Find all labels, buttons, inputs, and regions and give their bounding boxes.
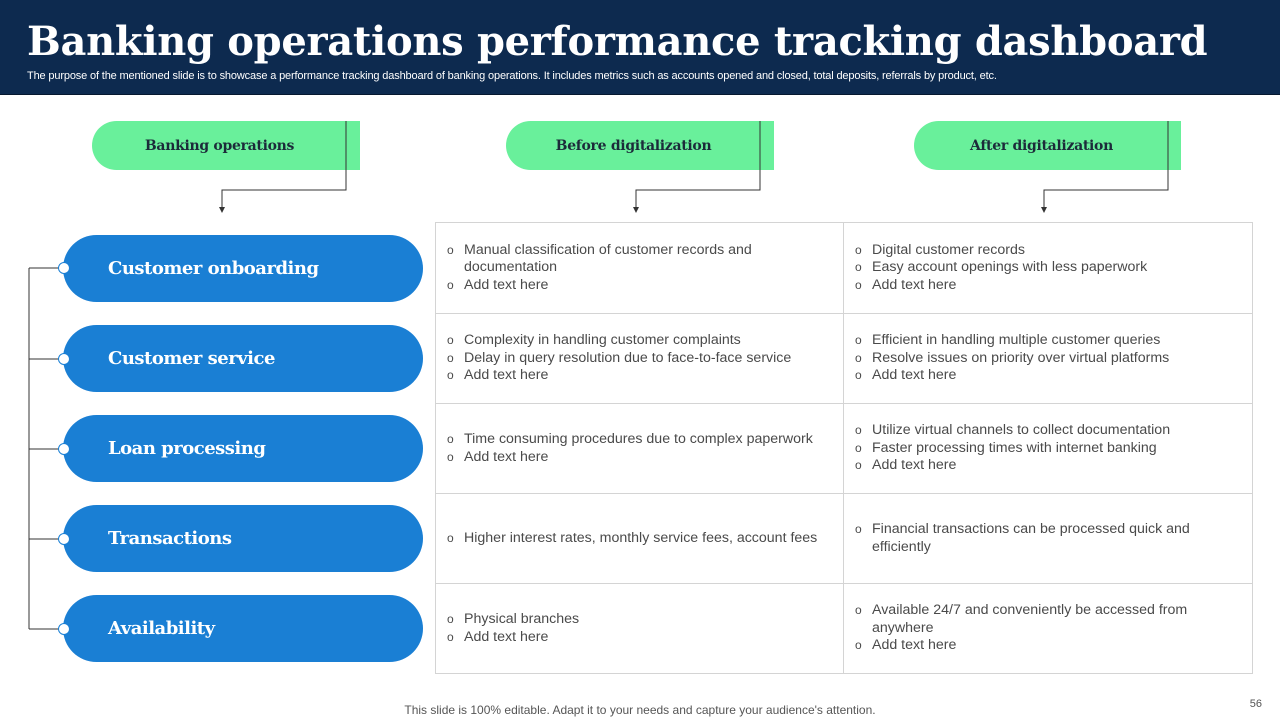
bullet-item: Add text here (446, 449, 833, 467)
bullet-item: Add text here (854, 457, 1242, 475)
after-cell: Digital customer records Easy account op… (844, 223, 1252, 313)
category-customer-service: Customer service (63, 325, 423, 392)
table-row: Higher interest rates, monthly service f… (436, 493, 1252, 583)
bullet-item: Add text here (446, 367, 833, 385)
after-cell: Utilize virtual channels to collect docu… (844, 404, 1252, 493)
bullet-item: Add text here (854, 637, 1242, 655)
before-cell: Higher interest rates, monthly service f… (436, 494, 844, 583)
table-row: Time consuming procedures due to complex… (436, 403, 1252, 493)
bullet-item: Manual classification of customer record… (446, 242, 833, 277)
category-loan-processing: Loan processing (63, 415, 423, 482)
bullet-item: Utilize virtual channels to collect docu… (854, 422, 1242, 440)
before-cell: Time consuming procedures due to complex… (436, 404, 844, 493)
connector-dot (58, 443, 70, 455)
column-header-banking-operations: Banking operations (92, 121, 347, 170)
column-header-accent (761, 121, 774, 170)
column-header-before-digitalization: Before digitalization (506, 121, 761, 170)
table-row: Physical branches Add text here Availabl… (436, 583, 1252, 673)
comparison-table: Manual classification of customer record… (435, 222, 1253, 674)
bullet-item: Efficient in handling multiple customer … (854, 332, 1242, 350)
connector-dot (58, 623, 70, 635)
category-transactions: Transactions (63, 505, 423, 572)
bullet-item: Resolve issues on priority over virtual … (854, 350, 1242, 368)
bullet-item: Time consuming procedures due to complex… (446, 431, 833, 449)
footer-note: This slide is 100% editable. Adapt it to… (0, 703, 1280, 717)
connector-dot (58, 262, 70, 274)
arrow-connector (633, 121, 761, 213)
bullet-item: Add text here (854, 277, 1242, 295)
page-title: Banking operations performance tracking … (27, 18, 1208, 65)
bullet-item: Complexity in handling customer complain… (446, 332, 833, 350)
slide-header: Banking operations performance tracking … (0, 0, 1280, 95)
bullet-item: Financial transactions can be processed … (854, 521, 1242, 556)
bullet-item: Add text here (446, 629, 833, 647)
category-customer-onboarding: Customer onboarding (63, 235, 423, 302)
bullet-item: Delay in query resolution due to face-to… (446, 350, 833, 368)
category-availability: Availability (63, 595, 423, 662)
column-header-after-digitalization: After digitalization (914, 121, 1169, 170)
bullet-item: Physical branches (446, 611, 833, 629)
before-cell: Complexity in handling customer complain… (436, 314, 844, 403)
before-cell: Physical branches Add text here (436, 584, 844, 673)
bullet-item: Digital customer records (854, 242, 1242, 260)
bullet-item: Add text here (854, 367, 1242, 385)
bullet-item: Add text here (446, 277, 833, 295)
column-header-accent (1168, 121, 1181, 170)
bullet-item: Easy account openings with less paperwor… (854, 259, 1242, 277)
arrow-connector (1041, 121, 1169, 213)
after-cell: Financial transactions can be processed … (844, 494, 1252, 583)
bullet-item: Higher interest rates, monthly service f… (446, 530, 833, 548)
after-cell: Available 24/7 and conveniently be acces… (844, 584, 1252, 673)
footer-note-text: This slide is 100% editable. Adapt it to… (404, 703, 876, 717)
before-cell: Manual classification of customer record… (436, 223, 844, 313)
after-cell: Efficient in handling multiple customer … (844, 314, 1252, 403)
table-row: Complexity in handling customer complain… (436, 313, 1252, 403)
column-header-accent (347, 121, 360, 170)
bullet-item: Available 24/7 and conveniently be acces… (854, 602, 1242, 637)
connector-dot (58, 353, 70, 365)
page-number: 56 (1249, 698, 1262, 710)
connector-dot (58, 533, 70, 545)
arrow-connector (219, 121, 347, 213)
table-row: Manual classification of customer record… (436, 223, 1252, 313)
bullet-item: Faster processing times with internet ba… (854, 440, 1242, 458)
page-subtitle: The purpose of the mentioned slide is to… (27, 70, 997, 82)
